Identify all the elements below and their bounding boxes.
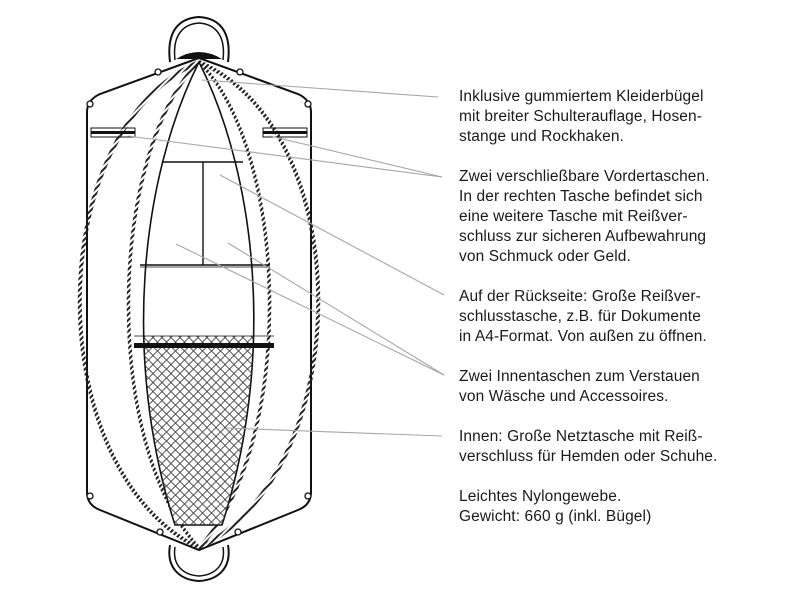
annotation-line: Auf der Rückseite: Große Reißver-	[459, 288, 701, 305]
annotation-line: In der rechten Tasche befindet sich	[459, 188, 703, 205]
annotation-line: von Wäsche und Accessoires.	[459, 388, 669, 405]
annotation-line: schluss zur sicheren Aufbewahrung	[459, 228, 707, 245]
annotation-line: mit breiter Schulterauflage, Hosen-	[459, 108, 703, 125]
leader-lines	[127, 79, 445, 437]
annotation-hanger: Inklusive gummiertem Kleiderbügel mit br…	[459, 87, 789, 147]
annotation-line: Inklusive gummiertem Kleiderbügel	[459, 88, 704, 105]
annotation-inner-pockets: Zwei Innentaschen zum Verstauen von Wäsc…	[459, 367, 789, 407]
annotation-material: Leichtes Nylongewebe. Gewicht: 660 g (in…	[459, 487, 789, 527]
rivets	[86, 68, 312, 536]
annotation-line: stange und Rockhaken.	[459, 128, 624, 145]
annotation-line: verschluss für Hemden oder Schuhe.	[459, 448, 718, 465]
annotation-line: Gewicht: 660 g (inkl. Bügel)	[459, 508, 652, 525]
annotation-line: Innen: Große Netztasche mit Reiß-	[459, 428, 703, 445]
annotation-mesh-pocket: Innen: Große Netztasche mit Reiß- versch…	[459, 427, 789, 467]
annotation-line: schlusstasche, z.B. für Dokumente	[459, 308, 701, 325]
top-handle	[168, 15, 230, 63]
annotation-line: eine weitere Tasche mit Reißver-	[459, 208, 688, 225]
annotation-line: Leichtes Nylongewebe.	[459, 488, 622, 505]
annotation-line: in A4-Format. Von außen zu öffnen.	[459, 328, 707, 345]
annotation-front-pockets: Zwei verschließbare Vordertaschen. In de…	[459, 167, 789, 267]
annotation-line: Zwei verschließbare Vordertaschen.	[459, 168, 710, 185]
annotation-back-pocket: Auf der Rückseite: Große Reißver- schlus…	[459, 287, 789, 347]
annotation-line: von Schmuck oder Geld.	[459, 248, 631, 265]
bottom-handle	[168, 544, 230, 583]
mesh-pocket-zipper	[134, 343, 274, 348]
annotation-line: Zwei Innentaschen zum Verstauen	[459, 368, 700, 385]
